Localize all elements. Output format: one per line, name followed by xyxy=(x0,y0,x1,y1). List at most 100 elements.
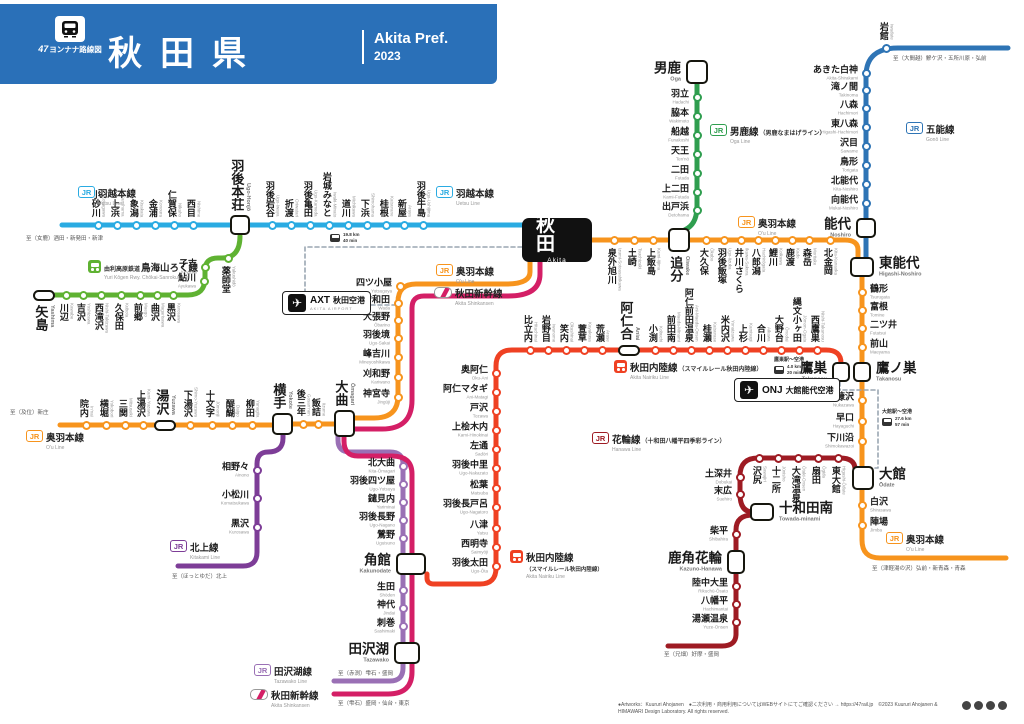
station-ou-yuzawa-name: 湯沢 xyxy=(154,389,170,415)
station-uetsu-kamihama xyxy=(112,220,122,230)
station-nairiku-aikawa-romaji: Aikawa xyxy=(766,327,772,342)
station-nairiku-okashinai-name: 笑内 xyxy=(558,324,569,342)
badge-line-name: 秋田新幹線 xyxy=(271,691,319,702)
station-tazawako-uguisuno-name: 鶯野 xyxy=(376,529,395,540)
station-uetsu-ugo-ushijima-name: 羽後牛島 xyxy=(415,181,426,217)
badge-title-row: 五能線 xyxy=(926,122,955,136)
station-tazawako-ugo-yotsuya-romaji: Ugo-Yotsuya xyxy=(369,486,395,492)
station-nairiku-jomon-ogata xyxy=(794,345,804,355)
station-hanawa-ogida-name: 扇田 xyxy=(810,466,821,484)
station-ou-odate xyxy=(852,466,874,490)
station-uetsu-kisakata-romaji: Kisakata xyxy=(139,199,145,217)
station-ou-futatsui xyxy=(857,323,867,333)
bus-icon xyxy=(882,417,892,426)
station-uetsu-shimohama-name: 下浜 xyxy=(359,199,370,217)
station-gono-kita-noshiro-romaji: Kita-Noshiro xyxy=(833,186,858,192)
station-ou-hayaguchi-name: 早口 xyxy=(835,412,854,423)
station-nairiku-kayakusa-name: 萱草 xyxy=(576,324,587,342)
badge-line-name-en: Akita Nairiku Line xyxy=(526,574,565,580)
train-icon xyxy=(510,550,523,563)
station-chokai-koyoshi-name: 子吉 xyxy=(178,258,197,269)
badge-title-row: 秋田内陸線 xyxy=(526,550,603,564)
badge-line-name-en: O'u Line xyxy=(906,547,925,553)
badge-line-name-en: O'u Line xyxy=(46,445,65,451)
station-nairiku-kamisugi xyxy=(740,345,750,355)
badge-line-name: 奥羽本線 xyxy=(758,219,797,230)
station-ou-izumi-sotoasahikawa-name: 泉外旭川 xyxy=(606,248,617,284)
station-oga-futada-romaji: Futada xyxy=(674,175,689,181)
station-chokai-yoshizawa xyxy=(78,290,88,300)
station-nairiku-iwanome-romaji: Iwanome xyxy=(551,323,557,342)
station-tazawako-uguisuno-romaji: Uguisuno xyxy=(375,540,395,546)
station-ou-mineyoshikawa-name: 峰吉川 xyxy=(362,348,390,359)
station-chokai-ayukawa-name: 鮎川 xyxy=(177,272,196,283)
station-ou-in-nai-romaji: In'nai xyxy=(89,406,95,417)
station-ou-takanosu xyxy=(853,362,871,382)
badge-line-nickname: （十和田八幡平四季彩ライン） xyxy=(641,439,726,445)
station-chokai-magarisawa-name: 曲沢 xyxy=(149,303,160,321)
station-ou-maeyama-romaji: Maeyama xyxy=(870,349,890,355)
station-ou-wada-romaji: Wada xyxy=(378,305,390,311)
station-gono-mukai-noshiro-romaji: Mukai-Noshiro xyxy=(828,205,858,211)
station-nairiku-aikawa xyxy=(758,345,768,355)
jr-logo-icon: JR xyxy=(26,430,43,442)
station-ou-kami-yuzawa xyxy=(138,420,148,430)
station-nairiku-nishi-takanosu-romaji: Nishi-Takanosu xyxy=(820,311,826,342)
station-akita-name: 秋田 xyxy=(536,215,570,255)
footer-credits: ●Artworks：Kuururi Ahojanen ●二次利用・商用利用につい… xyxy=(618,702,938,715)
jr-logo-icon: JR xyxy=(710,124,727,136)
bus-icon xyxy=(330,233,340,242)
station-ou-iizume-romaji: Iizume xyxy=(321,402,327,416)
badge-title-row: 秋田新幹線 xyxy=(271,688,319,702)
station-ou-takanosu-romaji: Takanosu xyxy=(876,376,902,383)
station-tazawako-yariminai-romaji: Yariminai xyxy=(376,504,395,510)
station-tazawako-ugo-nagano-name: 羽後長野 xyxy=(358,511,395,522)
line-ou-3 xyxy=(589,237,861,261)
station-tazawako-tazawako-name: 田沢湖 xyxy=(348,641,390,657)
station-nairiku-ugo-ota-romaji: Ugo-Ōta xyxy=(470,568,488,574)
station-chokai-kubota xyxy=(116,290,126,300)
station-ou-tomine xyxy=(857,305,867,315)
app-logo: 47ヨンナナ路線図 xyxy=(38,16,102,55)
station-ou-yanagita xyxy=(247,420,257,430)
station-nairiku-onodai-romaji: Ōnodai xyxy=(784,327,790,342)
station-ou-ikawa-sakura xyxy=(736,235,746,245)
station-nairiku-ani-maeda-onsen-name: 阿仁前田温泉 xyxy=(683,288,694,342)
badge-title-row: 奥羽本線 xyxy=(46,430,84,444)
station-ou-kami-yuzawa-romaji: Kami-Yuzawa xyxy=(146,389,152,417)
station-oga-ten-no xyxy=(692,149,702,159)
station-ou-yanagita-name: 柳田 xyxy=(244,399,255,417)
station-ou-gosan-nen-name: 後三年 xyxy=(295,389,306,416)
bus-link-duration: 20 min xyxy=(787,369,802,375)
station-ou-ugo-sakai xyxy=(393,333,403,343)
station-ou-shirasawa xyxy=(857,500,867,510)
station-nairiku-hitachinai-name: 比立内 xyxy=(522,315,533,342)
station-nairiku-onodai xyxy=(776,345,786,355)
station-gono-hachimori xyxy=(861,103,871,113)
